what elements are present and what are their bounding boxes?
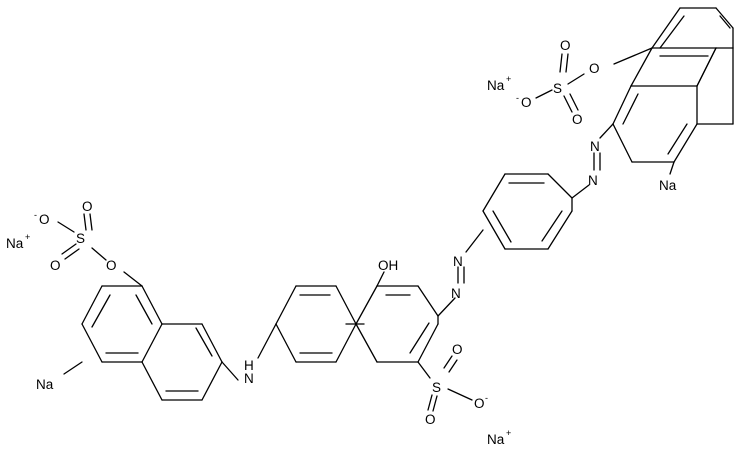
- na-substituent-top: Na: [659, 161, 677, 193]
- na-substituent-left: Na: [36, 361, 83, 392]
- naphthalene-central: [275, 285, 439, 363]
- sulfonate-o1: O: [452, 342, 463, 357]
- azo-link-middle: N N: [437, 229, 484, 317]
- naphthalene-top-right: [612, 7, 734, 163]
- counterion-top-symbol: Na: [487, 78, 505, 93]
- counterion-bottom-symbol: Na: [487, 432, 505, 447]
- azo-mid-n1: N: [453, 254, 463, 269]
- sulfonate-o-minus-charge: -: [485, 393, 488, 403]
- sulfate-top-o1: O: [560, 38, 571, 53]
- na-label-left-ring: Na: [36, 377, 54, 392]
- sulfate-top-o-link: O: [589, 61, 600, 76]
- counterion-bottom-charge: +: [506, 428, 511, 438]
- counterion-left-charge: +: [25, 232, 30, 242]
- sulfonate-s: S: [432, 380, 441, 395]
- counterion-top-charge: +: [506, 74, 511, 84]
- sulfonate-group: S O O O -: [417, 342, 488, 427]
- sulfate-group-top: O S O O O -: [516, 38, 653, 127]
- azo-top-n1: N: [590, 139, 600, 154]
- sulfate-left-o2: O: [50, 258, 61, 273]
- counterion-left-symbol: Na: [6, 236, 24, 251]
- sulfate-left-o-link: O: [106, 258, 117, 273]
- counterion-left: Na +: [6, 232, 30, 251]
- sulfonate-o-minus: O: [474, 396, 485, 411]
- counterion-top: Na +: [487, 74, 511, 93]
- phenylene-ring: [482, 173, 573, 250]
- amine-n-label: N: [244, 371, 254, 386]
- sulfate-top-o2: O: [572, 112, 583, 127]
- hydroxy-label: OH: [378, 258, 398, 273]
- azo-top-n2: N: [588, 173, 598, 188]
- sulfonate-o2: O: [425, 412, 436, 427]
- azo-mid-n2: N: [451, 286, 461, 301]
- counterion-bottom: Na +: [487, 428, 511, 447]
- sulfate-top-s: S: [553, 81, 562, 96]
- amine-bridge: H N: [221, 323, 277, 386]
- sulfate-top-o-minus-charge: -: [516, 93, 519, 103]
- azo-link-top: N N: [571, 123, 614, 199]
- sulfate-group-left: O S O O O -: [34, 199, 143, 287]
- hydroxy-group: OH: [376, 258, 398, 287]
- sulfate-left-o1: O: [82, 199, 93, 214]
- sulfate-left-o-minus: O: [39, 212, 50, 227]
- amine-h-label: H: [244, 358, 254, 373]
- sulfate-left-s: S: [76, 231, 85, 246]
- sulfate-left-o-minus-charge: -: [34, 210, 37, 220]
- naphthalene-left: [81, 285, 223, 401]
- na-label-top-ring: Na: [659, 178, 677, 193]
- sulfate-top-o-minus: O: [521, 95, 532, 110]
